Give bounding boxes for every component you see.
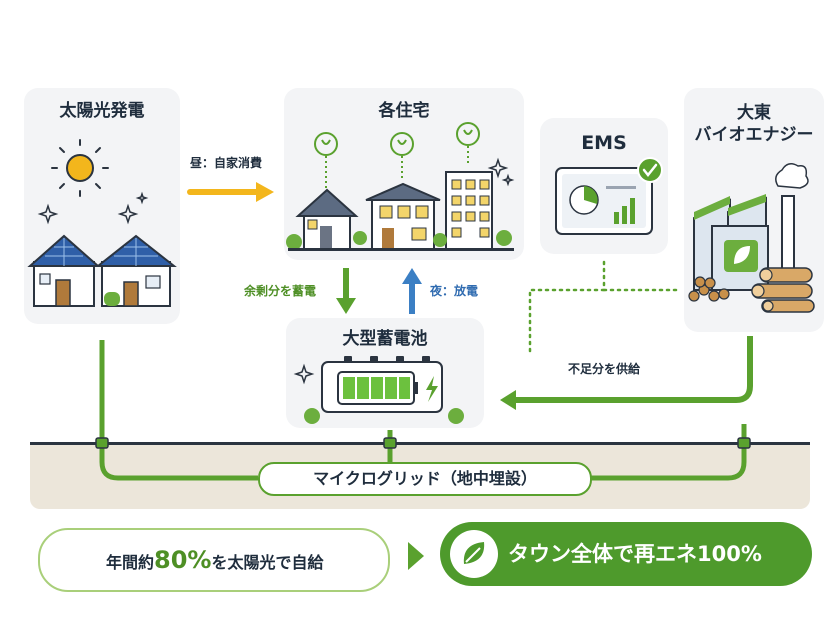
solar-house-left: [27, 234, 101, 307]
summary-right-text: タウン全体で再エネ100%: [508, 542, 762, 566]
house-medium: [365, 182, 441, 251]
solar-self-sufficiency-badge: 年間約80%を太陽光で自給: [38, 528, 390, 592]
chevron-right-icon: [408, 542, 424, 570]
sparkle-icon: [293, 363, 315, 385]
surplus-arrow: [336, 268, 356, 314]
ems-control-line: [528, 260, 682, 354]
homes-title: 各住宅: [378, 101, 430, 121]
ems-title: EMS: [581, 132, 627, 154]
shortage-flow-label: 不足分を供給: [568, 362, 641, 376]
microgrid-label: マイクログリッド（地中埋設）: [258, 462, 592, 496]
surplus-flow-label: 余剰分を蓄電: [244, 284, 317, 298]
night-flow-label: 夜：放電: [430, 284, 479, 298]
renewable-100-badge: タウン全体で再エネ100%: [440, 522, 812, 586]
bio-title-line2: バイオエナジー: [694, 125, 814, 145]
bio-title-line1: 大東: [737, 103, 771, 123]
night-arrow: [402, 268, 422, 314]
summary-left-pre: 年間約: [106, 553, 155, 572]
battery-title: 大型蓄電池: [342, 329, 428, 349]
lightbulb-icon: [314, 122, 480, 156]
solar-house-right: [95, 234, 177, 307]
solar-title: 太陽光発電: [59, 101, 145, 121]
sun-icon: [51, 139, 109, 197]
sparkle-icon: [37, 191, 149, 225]
sparkle-icon: [487, 157, 515, 187]
apartment-building: [445, 171, 493, 251]
battery-icon: [321, 356, 443, 413]
biomass-plant-icon: [693, 163, 809, 291]
leaf-icon: [450, 530, 498, 578]
wood-pile-icon: [688, 267, 815, 313]
house-small: [295, 188, 359, 251]
day-arrow: [187, 182, 274, 202]
summary-left-post: を太陽光で自給: [211, 553, 324, 572]
supply-arrow: [500, 336, 753, 410]
tree-icon: [286, 230, 512, 250]
summary-left-num: 80%: [154, 546, 212, 574]
check-badge-icon: [637, 157, 663, 183]
monitor-icon: [555, 167, 653, 235]
day-flow-label: 昼：自家消費: [190, 156, 263, 170]
